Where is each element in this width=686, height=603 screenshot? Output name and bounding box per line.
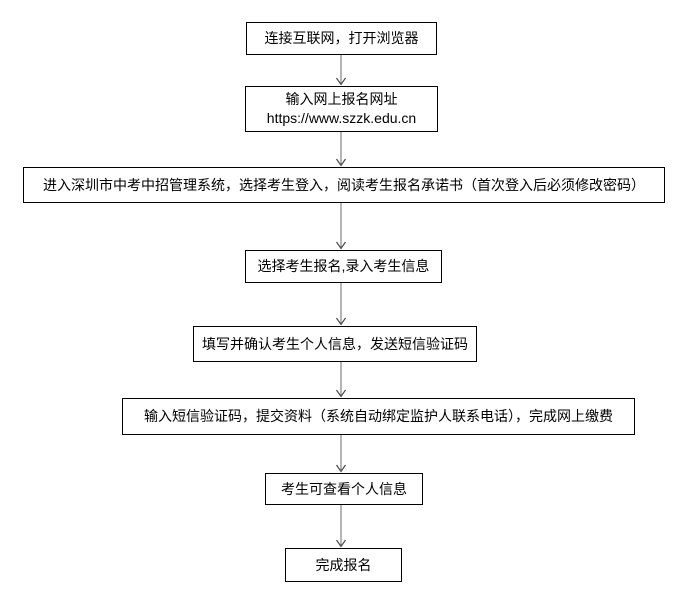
flow-step-label: 连接互联网，打开浏览器 — [264, 30, 419, 47]
registration-url: https://www.szzk.edu.cn — [266, 110, 417, 126]
flow-step-label: 考生可查看个人信息 — [281, 480, 407, 497]
flow-step-label: 输入短信验证码，提交资料（系统自动绑定监护人联系电话），完成网上缴费 — [144, 408, 613, 425]
flow-step-enter-url: 输入网上报名网址 https://www.szzk.edu.cn — [245, 86, 438, 132]
flow-step-label: 完成报名 — [315, 556, 372, 573]
flow-arrow-down-1 — [336, 55, 346, 86]
flow-arrow-down-6 — [336, 435, 346, 473]
flow-step-fill-confirm-info: 填写并确认考生个人信息，发送短信验证码 — [193, 326, 477, 362]
flow-arrow-down-3 — [336, 203, 346, 250]
flow-step-submit-pay: 输入短信验证码，提交资料（系统自动绑定监护人联系电话），完成网上缴费 — [122, 398, 635, 435]
flow-arrow-down-5 — [336, 362, 346, 398]
flow-step-finish: 完成报名 — [285, 548, 402, 582]
flow-arrow-down-7 — [336, 505, 346, 548]
flow-step-connect-internet: 连接互联网，打开浏览器 — [246, 22, 437, 55]
flow-arrow-down-4 — [336, 283, 346, 326]
flow-step-label: 选择考生报名,录入考生信息 — [257, 258, 430, 275]
flow-step-login-system: 进入深圳市中考中招管理系统，选择考生登入，阅读考生报名承诺书（首次登入后必须修改… — [23, 167, 665, 203]
flow-arrow-down-2 — [336, 132, 346, 167]
flow-step-label: 填写并确认考生个人信息，发送短信验证码 — [202, 335, 468, 352]
flow-step-select-register: 选择考生报名,录入考生信息 — [245, 250, 442, 283]
flow-step-label: 输入网上报名网址 — [285, 91, 398, 108]
flow-step-view-info: 考生可查看个人信息 — [265, 473, 423, 505]
flow-step-label: 进入深圳市中考中招管理系统，选择考生登入，阅读考生报名承诺书（首次登入后必须修改… — [43, 176, 645, 193]
